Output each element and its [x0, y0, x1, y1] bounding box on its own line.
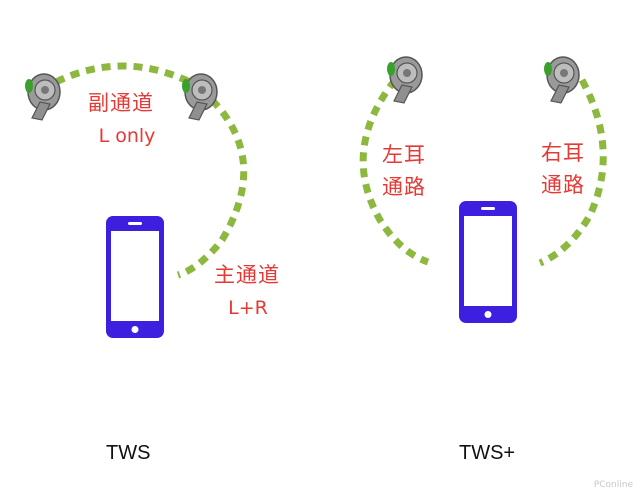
tws-phone: [106, 216, 164, 338]
tws-main-link: [176, 97, 248, 279]
tws-plus-right-earbud: [543, 56, 580, 104]
tws-left-earbud: [24, 73, 61, 121]
tws-plus-right-link: [538, 78, 607, 267]
tws-plus-left-path-label: 左耳: [382, 143, 426, 167]
tws-secondary-channel-sublabel: L only: [98, 125, 156, 147]
watermark: PConline: [593, 480, 633, 490]
tws-plus-left-earbud: [386, 56, 423, 104]
tws-right-earbud: [181, 73, 218, 121]
tws-caption: TWS: [106, 442, 151, 464]
tws-plus-left-link: [359, 77, 430, 266]
tws-secondary-channel-label: 副通道: [88, 91, 154, 115]
tws-secondary-link: [54, 62, 192, 86]
tws-plus-caption: TWS+: [459, 442, 516, 464]
tws-main-channel-label: 主通道: [214, 263, 280, 287]
tws-plus-left-path-sublabel: 通路: [382, 175, 426, 199]
tws-main-channel-sublabel: L+R: [228, 297, 268, 319]
tws-plus-phone: [459, 201, 517, 323]
tws-plus-right-path-label: 右耳: [541, 141, 585, 165]
tws-plus-right-path-sublabel: 通路: [541, 173, 585, 197]
